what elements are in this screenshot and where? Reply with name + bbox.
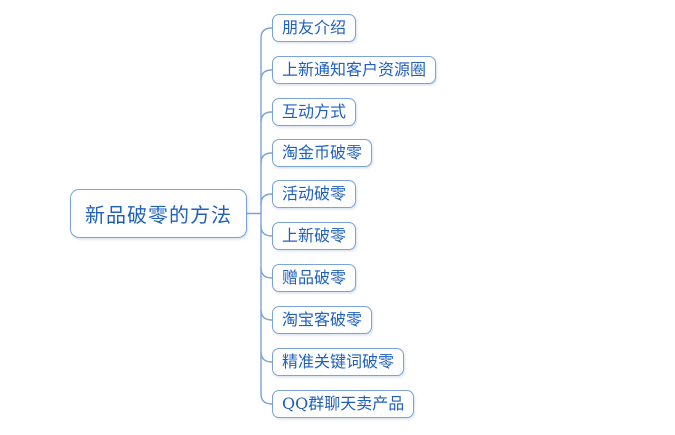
elbow-branch-5	[260, 193, 273, 205]
branch-node-friend-referral[interactable]: 朋友介绍	[272, 14, 357, 42]
elbow-branch-4	[260, 152, 273, 164]
branch-node-activity[interactable]: 活动破零	[272, 180, 357, 208]
elbow-branch-9	[260, 351, 273, 363]
branch-node-qq-group-chat[interactable]: QQ群聊天卖产品	[272, 390, 415, 418]
elbow-branch-3	[260, 111, 273, 123]
branch-node-new-arrival[interactable]: 上新破零	[272, 222, 357, 250]
branch-node-taobaoke[interactable]: 淘宝客破零	[272, 306, 373, 334]
branch-node-precise-keywords[interactable]: 精准关键词破零	[272, 348, 405, 376]
branch-node-taojinbi[interactable]: 淘金币破零	[272, 139, 373, 167]
elbow-branch-7	[260, 267, 273, 279]
branch-node-gift[interactable]: 赠品破零	[272, 264, 357, 292]
elbow-branch-2	[260, 69, 273, 81]
elbow-branch-10	[260, 393, 273, 405]
elbow-branch-6	[260, 225, 273, 237]
branch-node-interaction[interactable]: 互动方式	[272, 98, 357, 126]
root-node[interactable]: 新品破零的方法	[70, 189, 247, 238]
branch-node-new-arrival-notify[interactable]: 上新通知客户资源圈	[272, 56, 437, 84]
elbow-branch-1	[260, 27, 273, 39]
elbow-branch-8	[260, 309, 273, 321]
